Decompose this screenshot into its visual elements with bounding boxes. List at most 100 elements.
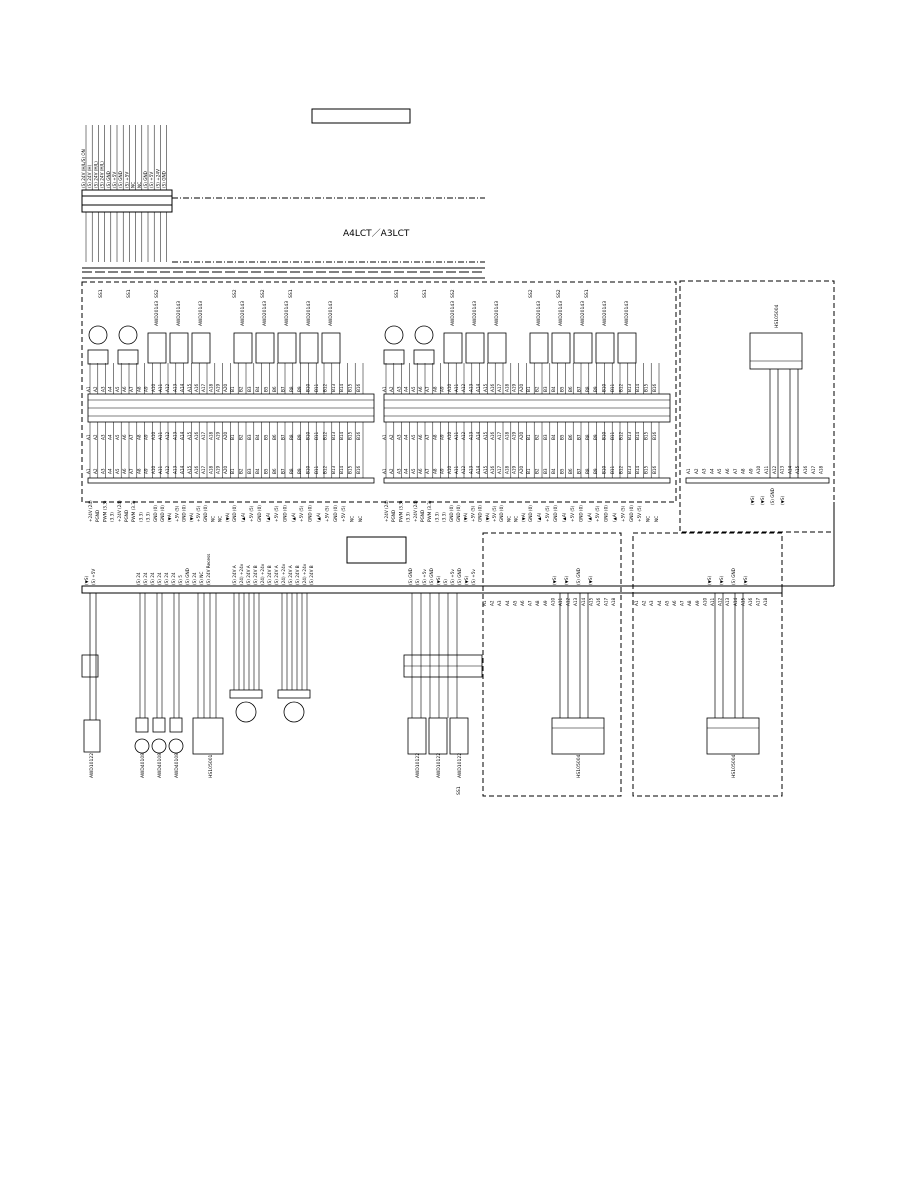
signal-label: (▼S) bbox=[564, 575, 569, 585]
pin-label: A8 bbox=[432, 468, 437, 474]
pin-label: A19 bbox=[512, 465, 517, 474]
right-module-strip bbox=[685, 477, 830, 484]
signal-label: +5V (5) bbox=[570, 505, 575, 522]
pin-label: A5 bbox=[512, 600, 517, 606]
fan-icon bbox=[414, 325, 434, 345]
signal-label: GND (0) bbox=[629, 505, 634, 522]
signal-label: (▲A) bbox=[240, 512, 245, 522]
signal-label: (▼A) bbox=[485, 512, 490, 522]
pin-label: A7 bbox=[425, 468, 430, 474]
signal-label: +24V (24) bbox=[88, 500, 93, 522]
pin-label: A12 bbox=[461, 383, 466, 392]
pin-label: B10 bbox=[602, 431, 607, 440]
pin-label: B2 bbox=[534, 386, 539, 392]
pin-label: A11 bbox=[454, 465, 459, 474]
motor-label: AWD20143 bbox=[284, 301, 290, 326]
pin-label: B9 bbox=[593, 386, 598, 392]
sensor-icon bbox=[151, 738, 167, 754]
pin-label: A7 bbox=[528, 600, 533, 606]
pin-label: A18 bbox=[763, 597, 768, 606]
pin-label: A9 bbox=[748, 468, 753, 474]
pin-label: A8 bbox=[136, 468, 141, 474]
fan-connector bbox=[383, 349, 405, 365]
pin-label: A10 bbox=[550, 597, 555, 606]
pin-label: A6 bbox=[725, 468, 730, 474]
switch-label: SS2 bbox=[260, 289, 266, 298]
pin-label: A9 bbox=[144, 386, 149, 392]
signal-label: (S) GND bbox=[731, 568, 736, 585]
signal-label: PGND bbox=[391, 510, 396, 522]
pin-label: A4 bbox=[108, 434, 113, 440]
signal-label: (S) 24 bbox=[164, 572, 169, 585]
signal-label: GND (0) bbox=[153, 505, 158, 522]
signal-label: NC bbox=[218, 516, 223, 522]
pin-label: A5 bbox=[411, 386, 416, 392]
pin-label: A17 bbox=[604, 597, 609, 606]
switch-label: SS1 bbox=[288, 289, 294, 298]
sensor-label: AWD10122 bbox=[457, 753, 463, 778]
signal-label: +5V (5) bbox=[249, 505, 254, 522]
pin-label: A1 bbox=[382, 434, 387, 440]
pin-label: A10 bbox=[447, 465, 452, 474]
pin-label: A14 bbox=[180, 431, 185, 440]
pin-label: B8 bbox=[585, 386, 590, 392]
fan-connector bbox=[117, 349, 139, 365]
pin-label: A2 bbox=[93, 434, 98, 440]
pin-label: A9 bbox=[440, 468, 445, 474]
signal-label: (▼S) bbox=[552, 575, 557, 585]
sensor-label: AWD10122 bbox=[89, 753, 95, 778]
pin-label: B13 bbox=[627, 383, 632, 392]
pin-label: B3 bbox=[247, 386, 252, 392]
signal-label: GND (0) bbox=[308, 505, 313, 522]
pin-label: A11 bbox=[158, 383, 163, 392]
pin-label: A14 bbox=[733, 597, 738, 606]
signal-label: PWM (3.3) bbox=[102, 500, 107, 522]
sensor-box bbox=[407, 717, 427, 755]
pin-label: A17 bbox=[201, 465, 206, 474]
signal-label: (▼S) bbox=[707, 575, 712, 585]
signal-label: (▼A) bbox=[189, 512, 194, 522]
pin-label: B8 bbox=[289, 434, 294, 440]
signal-label: (S) GND bbox=[429, 568, 434, 585]
sensor-label: AWD40108 bbox=[174, 753, 180, 778]
sensor-label: AWD40108 bbox=[157, 753, 163, 778]
motor-label: AWD20143 bbox=[154, 301, 160, 326]
signal-label: +5V (5) bbox=[595, 505, 600, 522]
connector-signal-label: (S) GND bbox=[143, 171, 148, 188]
signal-label: PGND bbox=[95, 510, 100, 522]
motor-label: AWD20143 bbox=[602, 301, 608, 326]
pin-label: A2 bbox=[389, 434, 394, 440]
pin-label: A2 bbox=[389, 386, 394, 392]
pin-label: B4 bbox=[551, 434, 556, 440]
pin-label: A18 bbox=[611, 597, 616, 606]
pin-label: A20 bbox=[519, 431, 524, 440]
pin-label: B7 bbox=[576, 386, 581, 392]
pin-label: B11 bbox=[314, 383, 319, 392]
fan-connector bbox=[87, 349, 109, 365]
pin-label: A14 bbox=[476, 465, 481, 474]
pin-label: A13 bbox=[172, 431, 177, 440]
pin-label: A12 bbox=[461, 431, 466, 440]
switch-box bbox=[192, 717, 224, 755]
pin-label: A10 bbox=[702, 597, 707, 606]
pin-label: A1 bbox=[86, 468, 91, 474]
pin-label: B8 bbox=[585, 434, 590, 440]
pin-label: A18 bbox=[504, 431, 509, 440]
pin-label: A15 bbox=[795, 465, 800, 474]
ss-label: SS1 bbox=[456, 786, 462, 795]
pin-label: B15 bbox=[348, 431, 353, 440]
pin-label: A6 bbox=[122, 386, 127, 392]
signal-label: (▲A) bbox=[266, 512, 271, 522]
pin-label: A17 bbox=[497, 465, 502, 474]
fan-icon bbox=[384, 325, 404, 345]
pin-label: A3 bbox=[702, 468, 707, 474]
motor-box bbox=[487, 332, 507, 364]
signal-label: (S) 5 bbox=[178, 575, 183, 585]
fan-connector bbox=[413, 349, 435, 365]
pin-label: A16 bbox=[194, 431, 199, 440]
signal-label: (24) +24v bbox=[260, 563, 265, 585]
pin-label: A17 bbox=[756, 597, 761, 606]
signal-label: +5V (5) bbox=[470, 505, 475, 522]
switch-label: SS2 bbox=[232, 289, 238, 298]
